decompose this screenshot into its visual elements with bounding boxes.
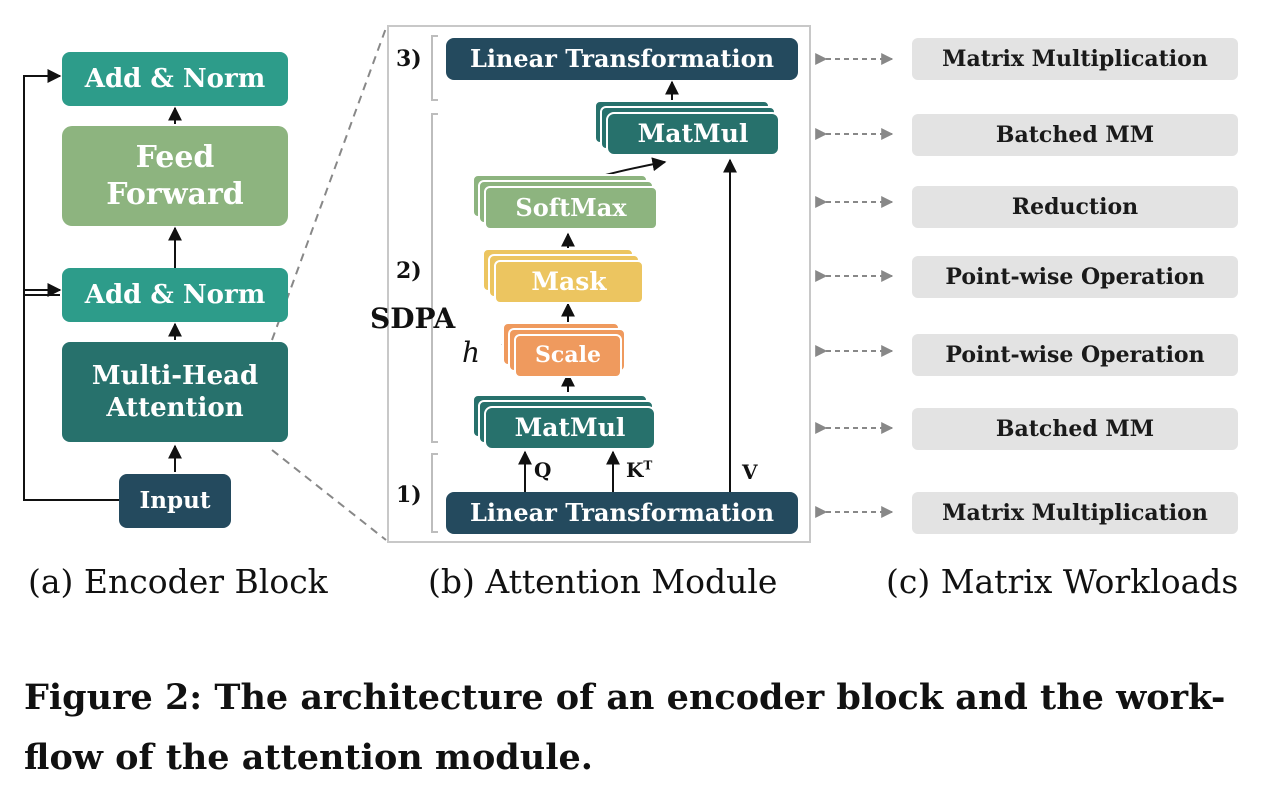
k-transpose-label: KT bbox=[626, 458, 652, 482]
feed-forward-block: Feed Forward bbox=[62, 126, 288, 226]
scale-block: Scale bbox=[514, 334, 622, 378]
softmax-block: SoftMax bbox=[484, 186, 658, 230]
workload-matrix-multiplication-top: Matrix Multiplication bbox=[912, 38, 1238, 80]
add-norm-bottom-block: Add & Norm bbox=[62, 268, 288, 322]
workload-reduction: Reduction bbox=[912, 186, 1238, 228]
workload-batched-mm-bottom: Batched MM bbox=[912, 408, 1238, 450]
linear-transformation-top-block: Linear Transformation bbox=[446, 38, 798, 80]
figure-caption: Figure 2: The architecture of an encoder… bbox=[24, 668, 1254, 788]
sdpa-label: SDPA bbox=[370, 302, 456, 335]
mask-block: Mask bbox=[494, 260, 644, 304]
step-1-label: 1) bbox=[396, 482, 422, 508]
multi-head-attention-block: Multi-Head Attention bbox=[62, 342, 288, 442]
step-3-label: 3) bbox=[396, 46, 422, 72]
subcaption-a: (a) Encoder Block bbox=[28, 562, 328, 601]
linear-transformation-bottom-block: Linear Transformation bbox=[446, 492, 798, 534]
step-2-label: 2) bbox=[396, 258, 422, 284]
subcaption-c: (c) Matrix Workloads bbox=[886, 562, 1239, 601]
k-label: K bbox=[626, 458, 644, 482]
q-label: Q bbox=[534, 458, 552, 482]
workload-batched-mm-top: Batched MM bbox=[912, 114, 1238, 156]
v-label: V bbox=[742, 460, 758, 484]
matmul-top-block: MatMul bbox=[606, 112, 780, 156]
add-norm-top-block: Add & Norm bbox=[62, 52, 288, 106]
matmul-bottom-block: MatMul bbox=[484, 406, 656, 450]
workload-pointwise-mask: Point-wise Operation bbox=[912, 256, 1238, 298]
transpose-superscript: T bbox=[643, 458, 653, 473]
figure-caption-line-2: flow of the attention module. bbox=[24, 737, 593, 778]
workload-pointwise-scale: Point-wise Operation bbox=[912, 334, 1238, 376]
subcaption-b: (b) Attention Module bbox=[428, 562, 778, 601]
figure-caption-line-1: Figure 2: The architecture of an encoder… bbox=[24, 677, 1226, 718]
h-label: h bbox=[462, 336, 481, 369]
input-block: Input bbox=[119, 474, 231, 528]
workload-matrix-multiplication-bottom: Matrix Multiplication bbox=[912, 492, 1238, 534]
